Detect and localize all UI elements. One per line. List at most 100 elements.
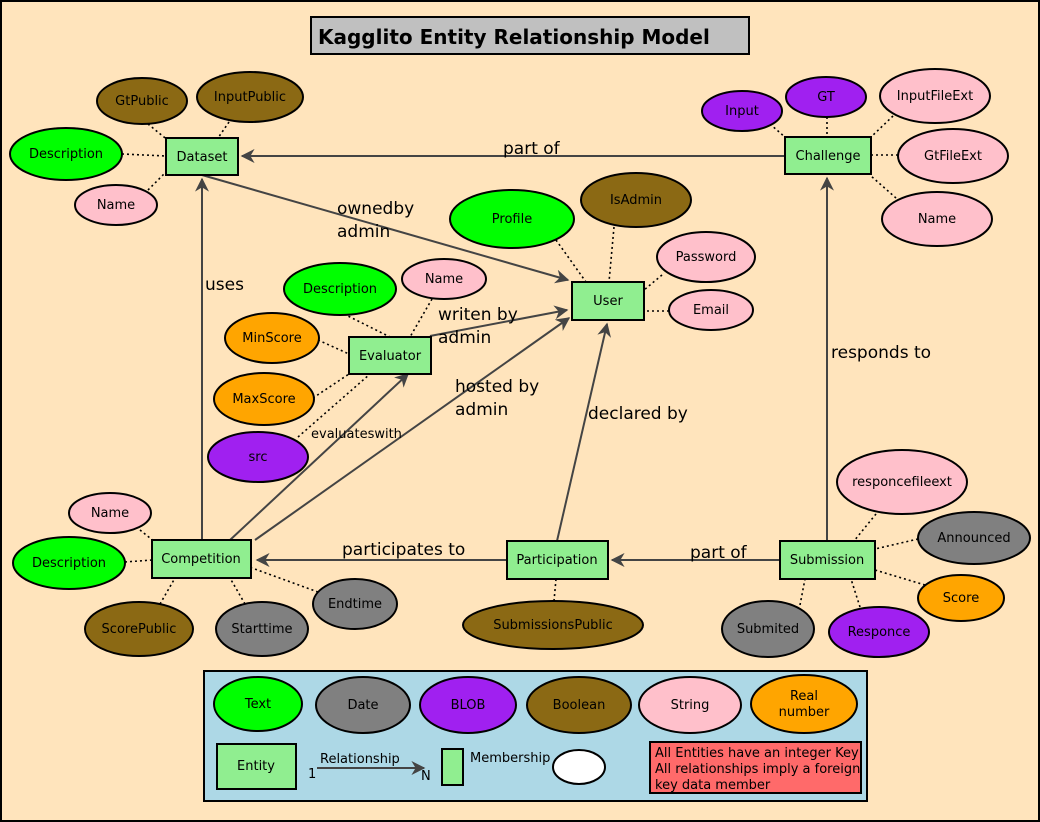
label-part-of-submission: part of: [690, 543, 748, 563]
legend-date-type: Date: [315, 676, 411, 734]
attribute-links: [121, 115, 926, 768]
entity-participation: Participation: [506, 540, 609, 580]
attr-dataset-gtpublic: GtPublic: [96, 77, 188, 125]
svg-text:Relationship: Relationship: [320, 752, 400, 767]
svg-text:Name: Name: [97, 198, 135, 213]
link-dataset-inputpublic: [217, 121, 230, 139]
svg-text:InputFileExt: InputFileExt: [897, 89, 973, 104]
edge-evaluator-user: [429, 305, 569, 337]
svg-text:Name: Name: [91, 506, 129, 521]
legend-text-type: Text: [213, 676, 303, 732]
attr-challenge-gtfileext: GtFileExt: [897, 128, 1009, 184]
link-dataset-description: [121, 153, 167, 157]
label-declared-by: declared by: [588, 404, 688, 424]
label-uses: uses: [205, 275, 244, 295]
attr-challenge-gt: GT: [785, 76, 867, 118]
attr-competition-name: Name: [68, 492, 152, 534]
entity-competition: Competition: [151, 539, 252, 579]
svg-text:Membership: Membership: [470, 751, 550, 766]
svg-text:N: N: [421, 769, 431, 784]
attr-dataset-description: Description: [9, 127, 123, 181]
link-challenge-name: [870, 175, 897, 199]
svg-text:Input: Input: [725, 104, 759, 119]
attr-submission-announced: Announced: [917, 511, 1031, 565]
label-responds-to: responds to: [831, 343, 931, 363]
svg-text:Competition: Competition: [161, 552, 241, 567]
attr-evaluator-src: src: [207, 431, 309, 483]
link-submission-announced: [874, 538, 919, 550]
edge-competition-user: [254, 317, 571, 541]
svg-text:Evaluator: Evaluator: [359, 349, 422, 364]
label-hosted-by-admin: admin: [455, 400, 508, 420]
svg-text:responcefileext: responcefileext: [852, 475, 952, 490]
svg-text:Entity: Entity: [237, 759, 275, 774]
link-user-isadmin: [608, 226, 615, 283]
attr-submission-responce: Responce: [828, 606, 930, 658]
svg-text:Responce: Responce: [848, 625, 911, 640]
svg-text:Name: Name: [425, 272, 463, 287]
attr-submission-responcefileext: responcefileext: [836, 449, 968, 515]
attr-competition-description: Description: [12, 536, 126, 590]
attr-dataset-inputpublic: InputPublic: [196, 71, 304, 123]
svg-text:Date: Date: [347, 698, 378, 713]
legend-note: All Entities have an integer Key All rel…: [649, 741, 862, 794]
svg-text:MaxScore: MaxScore: [232, 392, 295, 407]
svg-text:IsAdmin: IsAdmin: [610, 193, 662, 208]
label-participates-to: participates to: [342, 540, 465, 560]
svg-text:User: User: [593, 294, 623, 309]
legend-membership: Membership: [441, 748, 606, 786]
attr-user-email: Email: [668, 289, 754, 331]
svg-text:MinScore: MinScore: [242, 331, 301, 346]
attr-submission-score: Score: [917, 574, 1005, 622]
svg-text:Endtime: Endtime: [328, 597, 382, 612]
legend-string-type: String: [638, 676, 742, 734]
diagram-title: Kagglito Entity Relationship Model: [310, 16, 750, 55]
svg-text:Description: Description: [29, 147, 103, 162]
svg-text:number: number: [779, 705, 830, 720]
label-writen-by: writen by: [438, 305, 518, 325]
svg-text:Text: Text: [244, 697, 271, 712]
attr-participation-submissionspublic: SubmissionsPublic: [462, 600, 644, 650]
svg-text:src: src: [249, 450, 268, 465]
svg-text:Announced: Announced: [937, 531, 1010, 546]
legend-boolean-type: Boolean: [526, 676, 632, 734]
link-user-password: [643, 274, 663, 291]
relationship-edges: [195, 149, 834, 567]
link-evaluator-name: [409, 298, 433, 338]
svg-text:Name: Name: [918, 212, 956, 227]
link-evaluator-src: [297, 373, 371, 438]
svg-text:Description: Description: [32, 556, 106, 571]
link-challenge-input: [769, 123, 787, 139]
entity-submission: Submission: [779, 540, 876, 580]
svg-text:ScorePublic: ScorePublic: [102, 622, 177, 637]
svg-text:GT: GT: [817, 90, 835, 105]
legend-entity: Entity: [216, 743, 297, 790]
svg-text:SubmissionsPublic: SubmissionsPublic: [493, 618, 613, 633]
attributes: GtPublic InputPublic Description Name In…: [9, 68, 1031, 658]
entity-user: User: [571, 281, 645, 321]
svg-text:key data member: key data member: [655, 778, 771, 793]
attr-competition-scorepublic: ScorePublic: [84, 601, 194, 657]
svg-text:All relationships imply a fore: All relationships imply a foreign: [655, 762, 860, 777]
link-participation-submissionspublic: [553, 578, 557, 602]
svg-text:1: 1: [308, 767, 316, 782]
diagram-title-text: Kagglito Entity Relationship Model: [318, 25, 710, 49]
attr-user-profile: Profile: [449, 189, 575, 249]
attr-submission-submited: Submited: [721, 600, 815, 658]
attr-challenge-name: Name: [881, 191, 993, 247]
svg-text:GtPublic: GtPublic: [115, 94, 169, 109]
legend-blob-type: BLOB: [419, 676, 517, 734]
svg-text:Dataset: Dataset: [177, 150, 228, 165]
svg-text:Profile: Profile: [492, 212, 532, 227]
link-submission-responcefileext: [853, 513, 877, 542]
entity-dataset: Dataset: [165, 137, 239, 176]
legend-real-number-type: Real number: [750, 674, 858, 734]
attr-challenge-input: Input: [701, 90, 783, 132]
attr-competition-endtime: Endtime: [312, 578, 398, 630]
link-competition-endtime: [251, 567, 319, 593]
attr-competition-starttime: Starttime: [215, 601, 309, 657]
entities: Dataset Challenge User Evaluator Competi…: [151, 136, 876, 580]
attr-dataset-name: Name: [74, 184, 158, 226]
legend-relationship: Relationship 1 N: [308, 752, 431, 784]
